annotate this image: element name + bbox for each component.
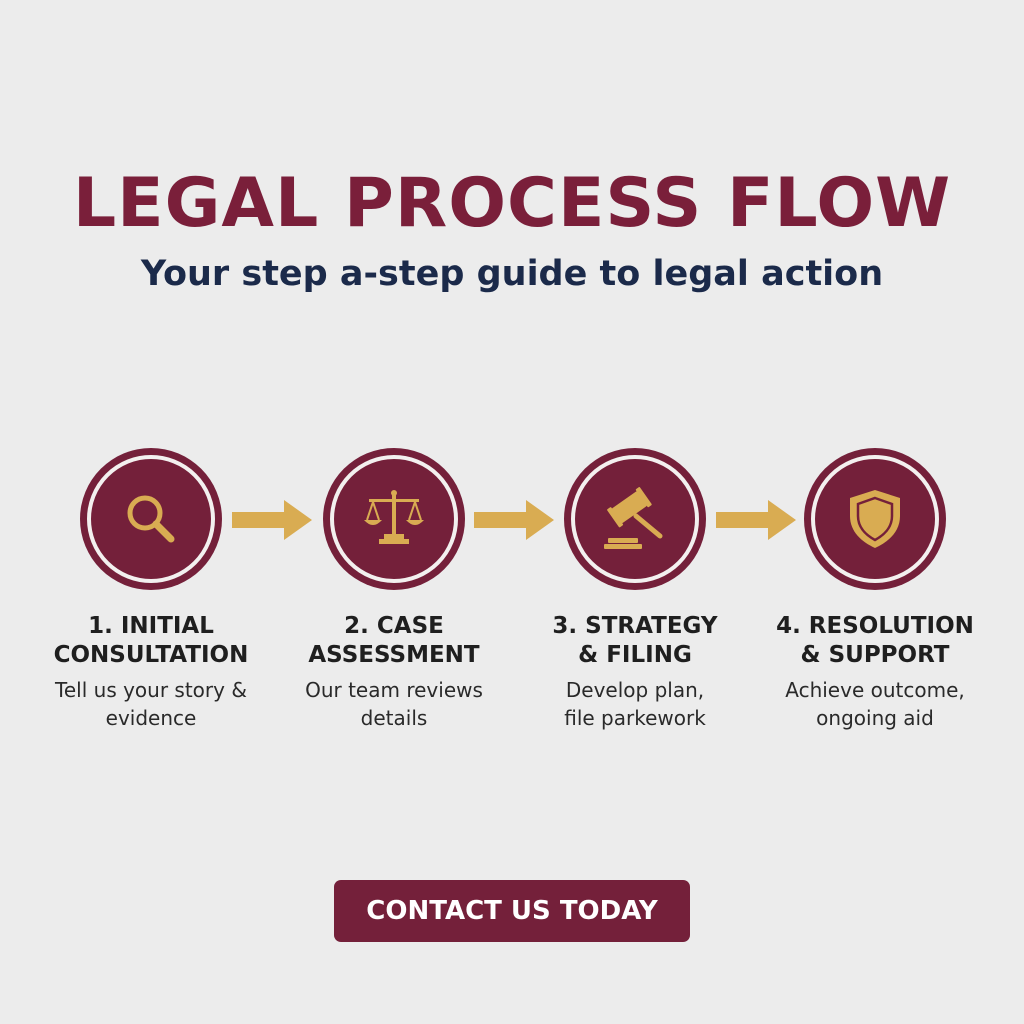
step-3-ring <box>571 455 699 583</box>
arrow-right-icon <box>716 500 796 540</box>
step-3-description: Develop plan, file parkework <box>564 678 706 730</box>
step-1-description: Tell us your story & evidence <box>55 678 247 730</box>
scales-of-justice-icon <box>364 490 424 544</box>
step-3-text: 3. STRATEGY & FILING Develop plan, file … <box>525 612 745 732</box>
arrow-right-icon <box>232 500 312 540</box>
step-2-circle <box>323 448 465 590</box>
gavel-icon <box>604 487 663 549</box>
page-title: LEGAL PROCESS FLOW <box>72 164 952 243</box>
shield-icon <box>850 490 900 548</box>
step-1-text: 1. INITIAL CONSULTATION Tell us your sto… <box>41 612 261 732</box>
arrow-right-icon <box>474 500 554 540</box>
step-2-title: 2. CASE ASSESSMENT <box>308 613 480 668</box>
step-1-title: 1. INITIAL CONSULTATION <box>53 613 249 668</box>
step-1-ring <box>87 455 215 583</box>
step-4-circle <box>804 448 946 590</box>
step-1-circle <box>80 448 222 590</box>
step-4-ring <box>811 455 939 583</box>
page-subtitle: Your step a-step guide to legal action <box>140 254 884 294</box>
step-2-description: Our team reviews details <box>305 678 483 730</box>
step-3-circle <box>564 448 706 590</box>
step-2-text: 2. CASE ASSESSMENT Our team reviews deta… <box>284 612 504 732</box>
magnifying-glass-icon <box>127 495 175 543</box>
step-2-ring <box>330 455 458 583</box>
step-4-title: 4. RESOLUTION & SUPPORT <box>776 613 974 668</box>
step-4-description: Achieve outcome, ongoing aid <box>785 678 965 730</box>
step-4-text: 4. RESOLUTION & SUPPORT Achieve outcome,… <box>765 612 985 732</box>
step-3-title: 3. STRATEGY & FILING <box>552 613 718 668</box>
contact-us-button[interactable]: CONTACT US TODAY <box>334 880 690 942</box>
